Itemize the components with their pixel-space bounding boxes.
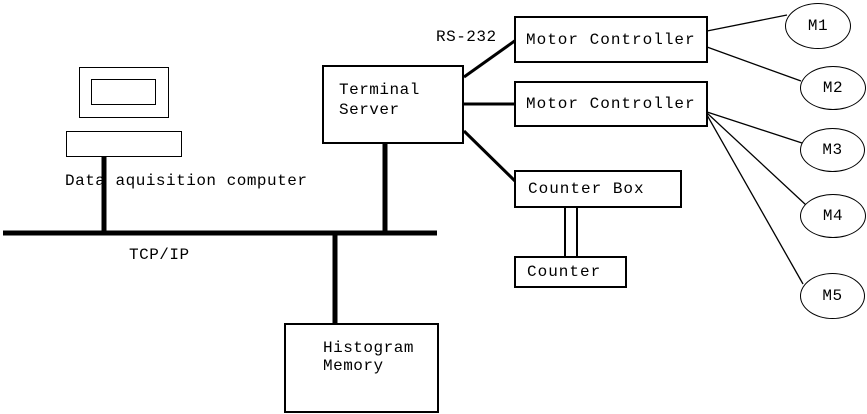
terminal-server-node: Terminal Server xyxy=(322,65,464,144)
histogram-memory-node: Histogram Memory xyxy=(284,323,439,413)
computer-screen-icon xyxy=(91,79,156,105)
motor-m4-label: M4 xyxy=(822,207,844,225)
motor-controller-2-label: Motor Controller xyxy=(526,95,696,113)
motor-m5-label: M5 xyxy=(822,287,843,305)
rs232-label: RS-232 xyxy=(436,28,497,46)
counter-box-label: Counter Box xyxy=(528,180,645,198)
ts-to-counterbox-link xyxy=(462,129,518,184)
mc2-to-m3-link xyxy=(706,111,803,144)
data-acquisition-computer-label: Data aquisition computer xyxy=(65,172,308,190)
motor-m3-node: M3 xyxy=(800,128,865,172)
mc2-to-m4-link xyxy=(706,112,807,206)
motor-m4-node: M4 xyxy=(800,194,866,238)
mc2-to-m5-link xyxy=(706,114,804,285)
motor-m2-label: M2 xyxy=(822,79,844,97)
computer-monitor-icon xyxy=(79,67,169,118)
mc1-to-m2-link xyxy=(706,46,802,82)
histogram-memory-label: Histogram Memory xyxy=(323,339,414,375)
motor-m1-node: M1 xyxy=(785,3,851,49)
motor-controller-2-node: Motor Controller xyxy=(514,81,708,127)
ts-to-mc1-link xyxy=(463,38,517,79)
motor-controller-1-node: Motor Controller xyxy=(514,16,708,63)
mc1-to-m1-link xyxy=(706,14,788,32)
counter-label: Counter xyxy=(527,263,602,281)
counter-box-node: Counter Box xyxy=(514,170,682,208)
counter-node: Counter xyxy=(514,256,627,288)
motor-m5-node: M5 xyxy=(800,273,865,319)
motor-controller-1-label: Motor Controller xyxy=(526,30,696,49)
motor-m3-label: M3 xyxy=(822,141,843,159)
motor-m1-label: M1 xyxy=(807,17,829,35)
terminal-server-label: Terminal Server xyxy=(339,81,420,119)
tcpip-label: TCP/IP xyxy=(129,246,190,264)
motor-m2-node: M2 xyxy=(800,66,866,110)
computer-keyboard-icon xyxy=(66,131,182,157)
